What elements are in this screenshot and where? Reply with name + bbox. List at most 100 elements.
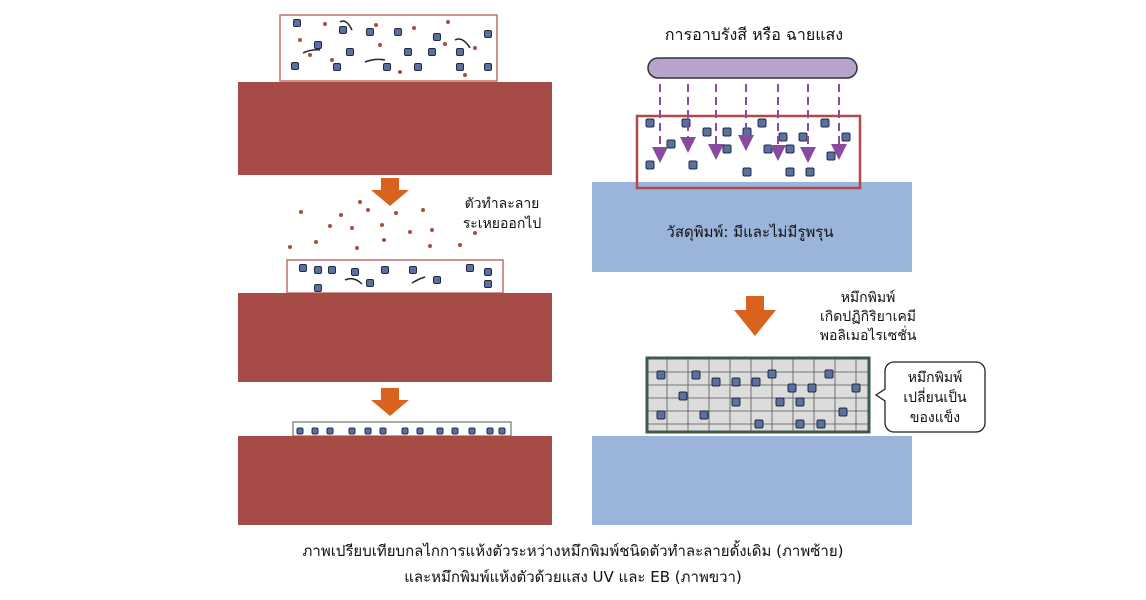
pigment-particle — [757, 118, 767, 128]
pigment-particle — [326, 427, 334, 435]
pigment-particle — [346, 48, 354, 56]
pigment-particle — [795, 397, 805, 407]
solvent-dot — [330, 58, 334, 62]
pigment-particle — [666, 139, 676, 149]
solvent-dot — [446, 20, 450, 24]
pigment-particle — [722, 127, 732, 137]
solvent-dot — [380, 223, 384, 227]
substrate-left-3 — [238, 436, 552, 525]
bubble-label-1: หมึกพิมพ์ — [908, 369, 963, 386]
uv-lamp — [647, 57, 858, 79]
solvent-dot — [463, 73, 467, 77]
pigment-particle — [383, 63, 391, 71]
pigment-particle — [466, 264, 474, 272]
solvent-dot — [430, 228, 434, 232]
pigment-particle — [456, 48, 464, 56]
pigment-particle — [688, 160, 698, 170]
pigment-particle — [339, 26, 347, 34]
substrate-right-1 — [592, 182, 912, 272]
pigment-particle — [820, 118, 830, 128]
pigment-particle — [498, 427, 506, 435]
pigment-particle — [851, 383, 861, 393]
pigment-particle — [436, 427, 444, 435]
down-arrow-icon — [734, 296, 776, 336]
solvent-dot — [299, 210, 303, 214]
solvent-dot — [458, 243, 462, 247]
pigment-particle — [404, 48, 412, 56]
pigment-particle — [656, 370, 666, 380]
pigment-particle — [401, 427, 409, 435]
pigment-particle — [433, 33, 441, 41]
reaction-label-3: พอลิเมอไรเซชั่น — [820, 326, 917, 344]
pigment-particle — [838, 407, 848, 417]
substrate-left-2 — [238, 293, 552, 382]
resin-strand — [411, 276, 426, 284]
pigment-particle — [379, 427, 387, 435]
pigment-particle — [484, 30, 492, 38]
down-arrow-icon — [371, 178, 409, 206]
solvent-dot — [288, 245, 292, 249]
pigment-particle — [826, 151, 836, 161]
pigment-particle — [433, 276, 441, 284]
pigment-particle — [428, 48, 436, 56]
pigment-particle — [798, 132, 808, 142]
pigment-particle — [775, 397, 785, 407]
pigment-particle — [416, 427, 424, 435]
pigment-particle — [333, 63, 341, 71]
solvent-dot — [412, 26, 416, 30]
pigment-particle — [699, 410, 709, 420]
pigment-particle — [751, 377, 761, 387]
solvent-dot — [366, 208, 370, 212]
pigment-particle — [645, 118, 655, 128]
solvent-dot — [382, 238, 386, 242]
pigment-particle — [722, 144, 732, 154]
solvent-dot — [473, 46, 477, 50]
pigment-particle — [484, 280, 492, 288]
substrate-label: วัสดุพิมพ์: มีและไม่มีรูพรุน — [666, 223, 833, 242]
pigment-particle — [824, 369, 834, 379]
speech-bubble — [874, 361, 986, 433]
pigment-particle — [456, 63, 464, 71]
pigment-particle — [841, 132, 851, 142]
solvent-dot — [350, 226, 354, 230]
solvent-dot — [298, 38, 302, 42]
ink-layer-uv — [635, 114, 862, 190]
caption-line-1: ภาพเปรียบเทียบกลไกการแห้งตัวระหว่างหมึกพ… — [303, 540, 844, 560]
substrate-left-1 — [238, 82, 552, 175]
solvent-dot — [473, 231, 477, 235]
pigment-particle — [678, 391, 688, 401]
pigment-particle — [381, 266, 389, 274]
substrate-right-2 — [592, 436, 912, 525]
pigment-particle — [348, 427, 356, 435]
solvent-dot — [355, 246, 359, 250]
solvent-dot — [421, 208, 425, 212]
pigment-particle — [787, 383, 797, 393]
pigment-particle — [364, 427, 372, 435]
pigment-particle — [805, 167, 815, 177]
pigment-particle — [409, 266, 417, 274]
pigment-particle — [366, 28, 374, 36]
pigment-particle — [299, 264, 307, 272]
resin-strand — [364, 58, 386, 63]
solvent-dot — [398, 70, 402, 74]
caption-line-2: และหมึกพิมพ์แห้งตัวด้วยแสง UV และ EB (ภา… — [404, 568, 742, 586]
solvent-dot — [339, 213, 343, 217]
solvent-dot — [378, 43, 382, 47]
pigment-particle — [645, 160, 655, 170]
pigment-particle — [291, 62, 299, 70]
pigment-particle — [754, 419, 764, 429]
pigment-particle — [785, 167, 795, 177]
pigment-particle — [742, 167, 752, 177]
pigment-particle — [816, 419, 826, 429]
pigment-particle — [778, 132, 788, 142]
down-arrow-icon — [371, 388, 409, 416]
reaction-label-2: เกิดปฏิกิริยาเคมี — [820, 309, 916, 325]
pigment-particle — [293, 19, 301, 27]
pigment-particle — [731, 377, 741, 387]
solvent-dot — [428, 244, 432, 248]
pigment-particle — [314, 284, 322, 292]
pigment-particle — [656, 410, 666, 420]
pigment-particle — [366, 279, 374, 287]
solvent-dot — [394, 211, 398, 215]
pigment-particle — [691, 370, 701, 380]
